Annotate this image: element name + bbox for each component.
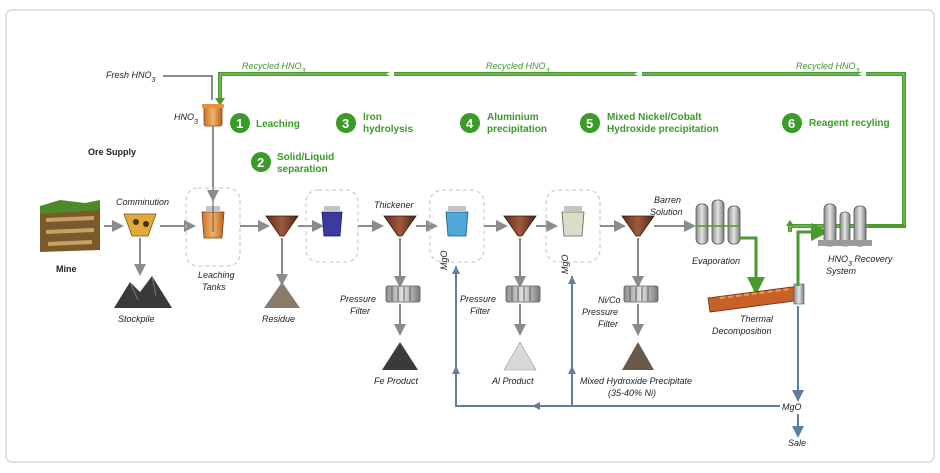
svg-text:Hydroxide precipitation: Hydroxide precipitation — [607, 124, 719, 135]
svg-text:separation: separation — [277, 164, 328, 175]
svg-text:Thermal: Thermal — [740, 314, 774, 324]
pressure-filter-1: Pressure Filter — [340, 285, 421, 336]
stockpile: Stockpile — [114, 275, 172, 324]
svg-text:HNO3: HNO3 — [174, 112, 198, 126]
mhp-product-pile: Mixed Hydroxide Precipitate (35-40% Ni) — [580, 342, 692, 398]
step-3: 3 Iron hydrolysis — [336, 112, 413, 135]
svg-text:Pressure: Pressure — [582, 307, 618, 317]
svg-text:Comminution: Comminution — [116, 197, 169, 207]
al-product-pile: Al Product — [491, 341, 537, 386]
svg-text:Tanks: Tanks — [202, 282, 226, 292]
step-5: 5 Mixed Nickel/Cobalt Hydroxide precipit… — [580, 112, 719, 135]
step-2: 2 Solid/Liquid separation — [251, 152, 334, 175]
svg-text:Residue: Residue — [262, 314, 295, 324]
evaporation-unit: Evaporation — [692, 199, 765, 295]
svg-text:Fresh HNO3: Fresh HNO3 — [106, 70, 156, 84]
svg-text:Ni/Co: Ni/Co — [598, 295, 621, 305]
fe-product-pile: Fe Product — [374, 342, 419, 386]
svg-text:Leaching: Leaching — [256, 119, 300, 130]
svg-text:Fe Product: Fe Product — [374, 376, 419, 386]
svg-text:5: 5 — [586, 116, 593, 131]
svg-text:Recycled HNO3: Recycled HNO3 — [796, 61, 860, 75]
svg-text:2: 2 — [257, 155, 264, 170]
svg-text:Recycled HNO3: Recycled HNO3 — [242, 61, 306, 75]
fresh-hno3-input: Fresh HNO3 — [106, 70, 213, 100]
residue-pile: Residue — [262, 282, 300, 324]
svg-text:MgO: MgO — [782, 402, 802, 412]
svg-text:Iron: Iron — [363, 112, 382, 123]
comminution-unit: Comminution — [116, 197, 196, 276]
svg-text:Solid/Liquid: Solid/Liquid — [277, 152, 334, 163]
svg-text:(35-40% Ni): (35-40% Ni) — [608, 388, 656, 398]
svg-text:HNO3 Recovery: HNO3 Recovery — [828, 254, 893, 268]
svg-text:MgO: MgO — [439, 250, 449, 270]
svg-text:Thickener: Thickener — [374, 200, 415, 210]
svg-text:Leaching: Leaching — [198, 270, 235, 280]
hno3-recovery-system: HNO3 Recovery System — [818, 203, 904, 276]
svg-text:Mixed Hydroxide Precipitate: Mixed Hydroxide Precipitate — [580, 376, 692, 386]
svg-text:1: 1 — [236, 116, 243, 131]
mhp-reactor: MgO — [545, 189, 626, 274]
recycled-hno3-labels: Recycled HNO3 Recycled HNO3 Recycled HNO… — [242, 61, 860, 75]
iron-hydrolysis-reactor — [305, 189, 384, 263]
svg-text:Aluminium: Aluminium — [487, 112, 539, 123]
svg-text:Al Product: Al Product — [491, 376, 534, 386]
ore-supply-label: Ore Supply — [88, 147, 136, 157]
thickener-3 — [503, 215, 558, 288]
svg-text:System: System — [826, 266, 857, 276]
mgo-recycle-line: MgO Sale — [452, 266, 806, 448]
svg-text:Stockpile: Stockpile — [118, 314, 155, 324]
mine-icon: Mine — [40, 200, 100, 274]
svg-text:Reagent recyling: Reagent recyling — [809, 118, 890, 129]
thickener-2: Thickener — [374, 200, 438, 288]
svg-text:Evaporation: Evaporation — [692, 256, 740, 266]
pressure-filter-2: Pressure Filter — [460, 285, 541, 336]
svg-text:Mine: Mine — [56, 264, 77, 274]
thermal-decomposition-kiln: Thermal Decomposition — [707, 223, 829, 402]
svg-text:Filter: Filter — [350, 306, 371, 316]
svg-text:4: 4 — [466, 116, 474, 131]
svg-text:Mixed Nickel/Cobalt: Mixed Nickel/Cobalt — [607, 112, 702, 123]
aluminium-reactor: MgO — [429, 189, 508, 270]
svg-text:Filter: Filter — [470, 306, 491, 316]
svg-text:Solution: Solution — [650, 207, 683, 217]
svg-text:Pressure: Pressure — [340, 294, 376, 304]
recycle-line — [215, 70, 906, 232]
svg-text:hydrolysis: hydrolysis — [363, 124, 413, 135]
svg-text:Decomposition: Decomposition — [712, 326, 772, 336]
svg-text:Sale: Sale — [788, 438, 806, 448]
thickener-4: Barren Solution — [621, 195, 696, 288]
step-4: 4 Aluminium precipitation — [460, 112, 547, 135]
step-6: 6 Reagent recyling — [782, 113, 890, 133]
svg-text:MgO: MgO — [560, 254, 570, 274]
nico-pressure-filter: Ni/Co Pressure Filter — [582, 285, 659, 336]
svg-text:Barren: Barren — [654, 195, 681, 205]
svg-text:precipitation: precipitation — [487, 124, 547, 135]
svg-text:3: 3 — [342, 116, 349, 131]
leaching-tanks: Leaching Tanks — [185, 187, 270, 292]
svg-text:6: 6 — [788, 116, 795, 131]
svg-text:Filter: Filter — [598, 319, 619, 329]
step-1: 1 Leaching — [230, 113, 300, 133]
svg-text:Recycled HNO3: Recycled HNO3 — [486, 61, 550, 75]
svg-text:Pressure: Pressure — [460, 294, 496, 304]
hno3-tank: HNO3 — [174, 104, 224, 202]
thickener-1 — [265, 215, 324, 286]
